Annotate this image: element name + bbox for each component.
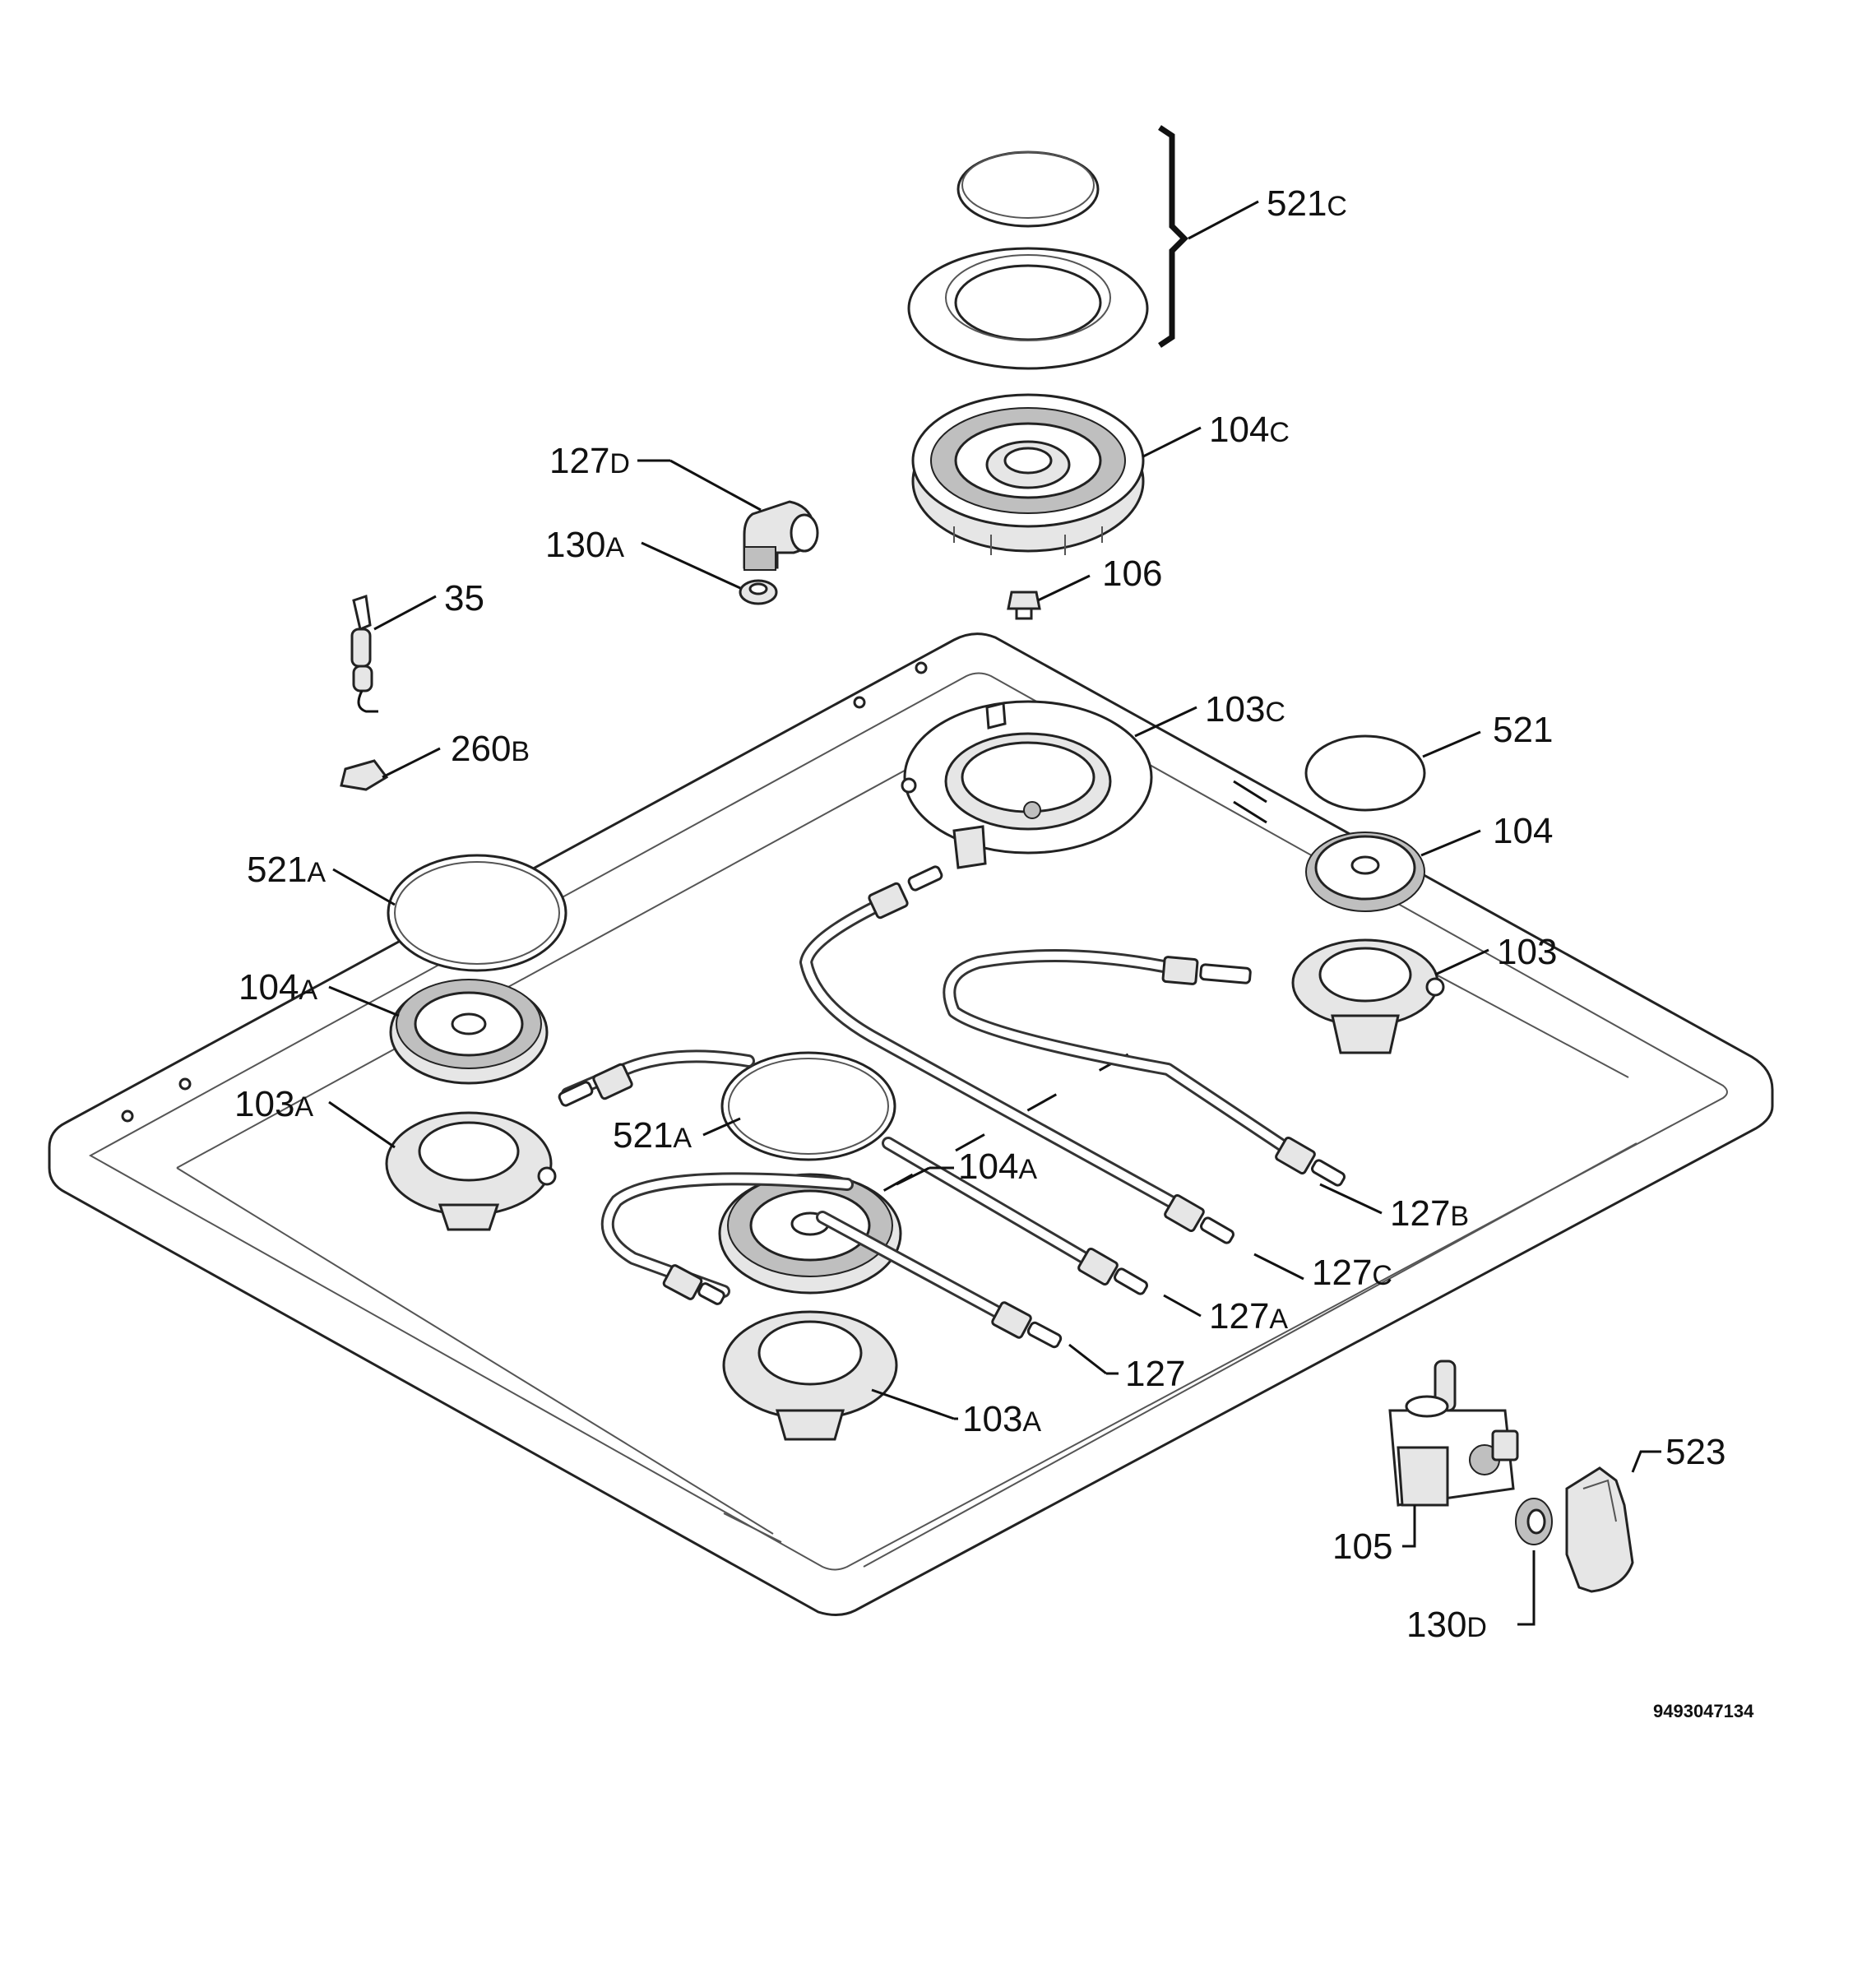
label-521: 521: [1493, 710, 1553, 750]
brace-521c: [1158, 125, 1188, 348]
label-127b: 127B: [1390, 1193, 1469, 1234]
gas-pipe-127: [600, 1172, 1063, 1349]
leader-130d: [1517, 1550, 1536, 1626]
label-105: 105: [1332, 1526, 1392, 1567]
label-127d: 127D: [549, 441, 630, 481]
label-130d: 130D: [1406, 1605, 1487, 1645]
callout-labels: 521C 104C 127D 130A 35 106 260B 103C 521…: [234, 183, 1754, 1721]
leader-521: [1422, 730, 1481, 758]
leader-106: [1037, 574, 1091, 602]
gas-tap-105: [1388, 1360, 1519, 1507]
leader-103: [1434, 948, 1489, 976]
seal-130a-top: [739, 579, 778, 605]
label-104a-left: 104A: [239, 967, 317, 1008]
label-127c: 127C: [1312, 1253, 1392, 1293]
label-127a: 127A: [1209, 1296, 1288, 1336]
leader-35: [373, 595, 437, 631]
label-35: 35: [444, 578, 484, 618]
label-521c: 521C: [1267, 183, 1347, 224]
cap-521: [1304, 734, 1426, 812]
leader-103a-mid: [871, 1388, 955, 1420]
label-104c: 104C: [1209, 410, 1290, 450]
cap-521c: [957, 151, 1100, 228]
label-103: 103: [1497, 932, 1557, 972]
seal-130d: [1515, 1498, 1553, 1545]
gas-pipe-127c: [799, 865, 1234, 1244]
burner-base-103c: [901, 700, 1153, 869]
leader-127c: [1253, 1253, 1304, 1281]
label-103c: 103C: [1205, 689, 1285, 730]
label-521a-mid: 521A: [613, 1115, 692, 1156]
leader-127b: [1319, 1183, 1383, 1215]
label-127: 127: [1125, 1354, 1185, 1394]
electrode-35: [350, 595, 378, 713]
label-103a-mid: 103A: [962, 1399, 1041, 1439]
burner-base-103a-mid: [722, 1310, 898, 1441]
label-104a-mid: 104A: [958, 1146, 1037, 1187]
burner-base-103a-left: [385, 1111, 557, 1231]
injector-106: [1007, 591, 1041, 620]
ring-521c: [907, 247, 1149, 370]
leader-521c: [1188, 200, 1259, 240]
clip-523: [1565, 1466, 1634, 1593]
label-130a-top: 130A: [545, 525, 624, 565]
burner-crown-104c: [911, 393, 1145, 555]
leader-105: [1402, 1505, 1416, 1548]
gas-pipe-127a: [558, 1049, 1148, 1295]
elbow-127d: [743, 500, 819, 571]
label-521a-left: 521A: [247, 850, 326, 890]
leader-103a-left: [328, 1100, 396, 1149]
gas-pipe-127b: [943, 949, 1346, 1187]
leader-104a-mid: [896, 1166, 930, 1186]
burner-crown-104a-mid: [718, 1173, 902, 1295]
label-103a-left: 103A: [234, 1084, 313, 1124]
cap-521a-left: [387, 854, 567, 972]
burner-crown-104: [1305, 832, 1425, 912]
clip-260b: [340, 759, 389, 791]
leader-521a-left: [332, 868, 396, 906]
leader-lines: [328, 200, 1661, 1626]
label-104: 104: [1493, 811, 1553, 851]
document-number: 9493047134: [1653, 1701, 1754, 1721]
burner-crown-104a-left: [389, 979, 549, 1085]
label-106: 106: [1102, 554, 1162, 594]
cap-521a-mid: [720, 1051, 896, 1161]
leader-523: [1631, 1450, 1661, 1473]
label-523: 523: [1665, 1432, 1725, 1472]
leader-127d: [669, 459, 762, 512]
leader-104: [1420, 829, 1481, 857]
leader-127a: [1163, 1294, 1202, 1318]
leader-130a-top: [641, 541, 741, 590]
leader-104c: [1142, 426, 1202, 458]
leader-521a-mid: [702, 1117, 741, 1137]
leader-104a-left: [328, 985, 400, 1017]
leader-103c: [1134, 706, 1197, 738]
leader-260b: [382, 747, 441, 779]
burner-base-103: [1291, 938, 1445, 1054]
label-260b: 260B: [451, 729, 530, 769]
leader-127-diag: [1068, 1343, 1107, 1375]
